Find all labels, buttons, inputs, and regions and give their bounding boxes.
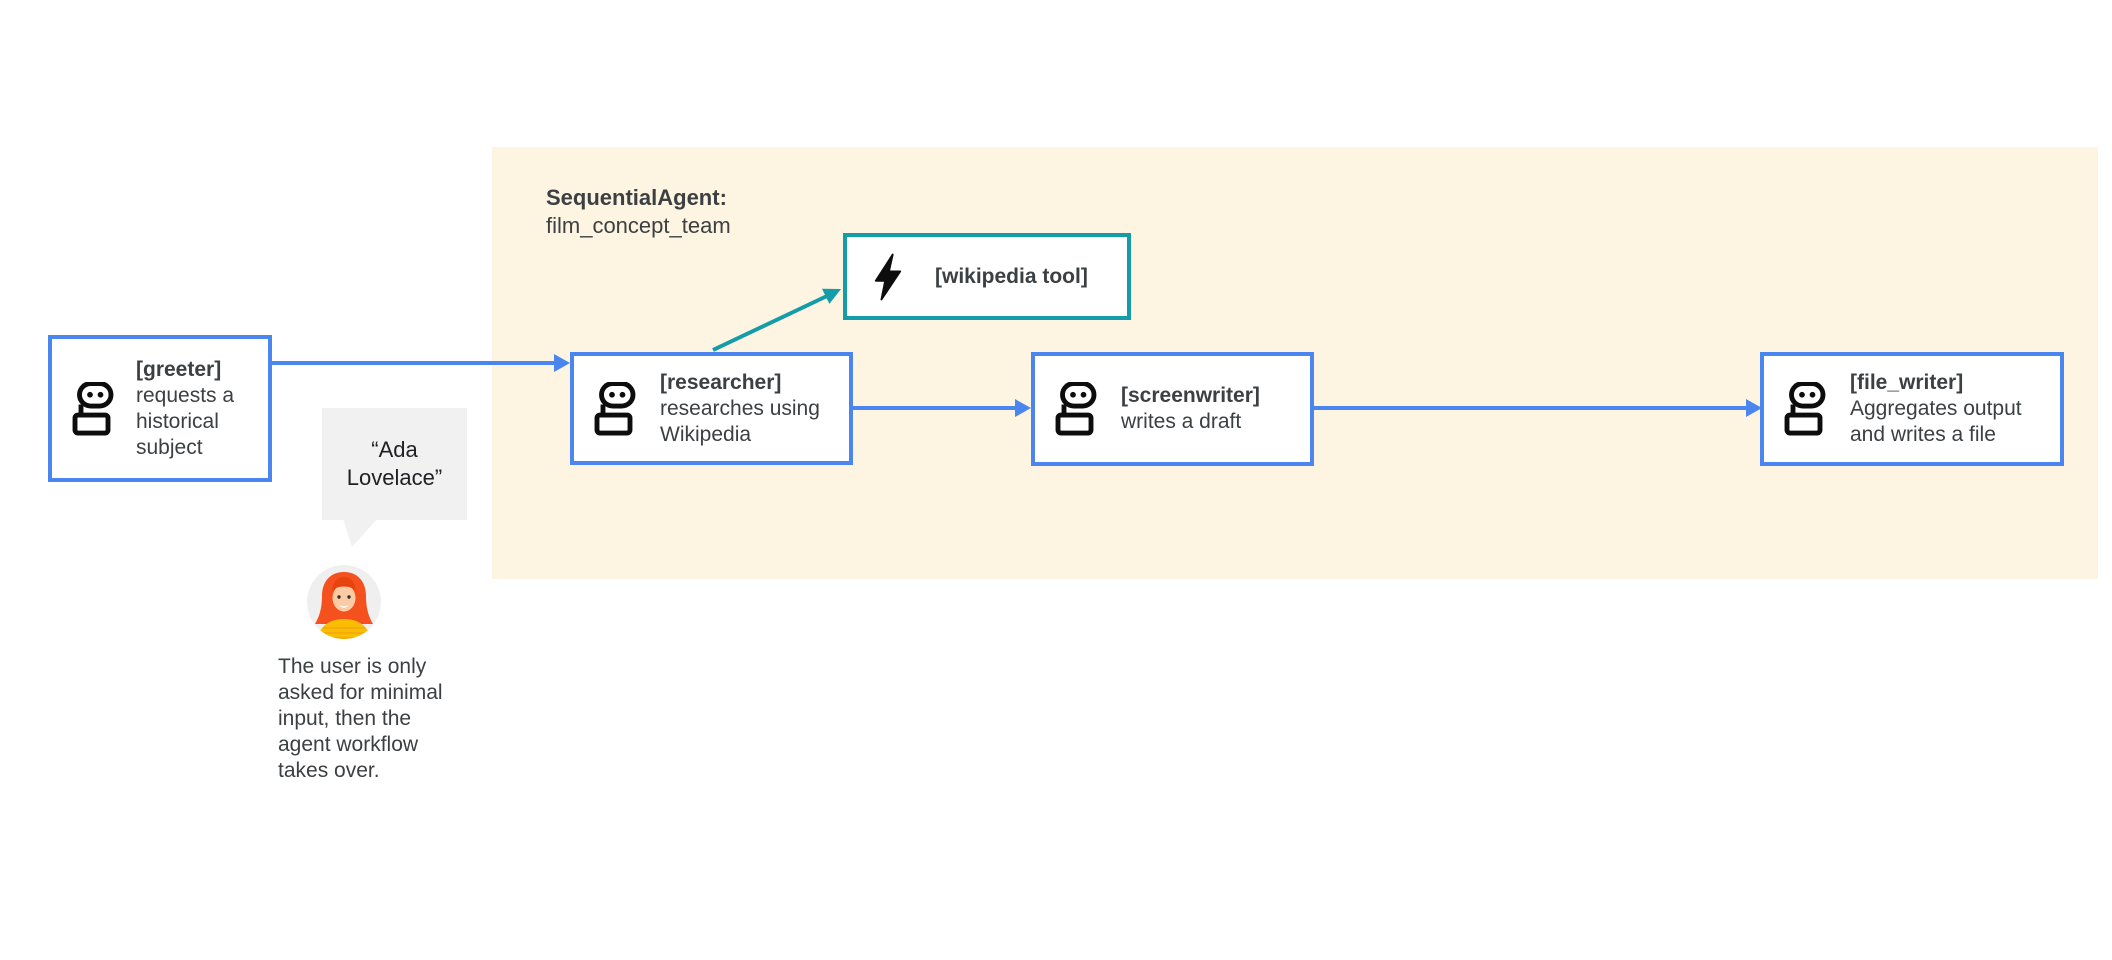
node-file-writer: [file_writer] Aggregates output and writ… [1760,352,2064,466]
node-researcher: [researcher] researches using Wikipedia [570,352,853,465]
node-screenwriter: [screenwriter] writes a draft [1031,352,1314,466]
node-desc: writes a draft [1121,410,1242,433]
speech-bubble-tail [343,519,377,547]
node-label: [researcher] [660,370,782,394]
robot-icon [1055,382,1097,436]
node-desc: requests a historical subject [136,383,235,459]
node-label: [wikipedia tool] [935,264,1088,288]
group-title: SequentialAgent: [546,185,727,210]
user-caption: The user is only asked for minimal input… [278,655,443,782]
group-name: film_concept_team [546,213,731,238]
robot-icon [1784,382,1826,436]
speech-bubble: “Ada Lovelace” [322,408,467,520]
node-wikipedia-tool: [wikipedia tool] [843,233,1131,320]
user-avatar [307,565,381,639]
robot-icon [72,381,114,436]
node-label: [file_writer] [1850,371,1964,394]
node-label: [greeter] [136,357,222,381]
speech-bubble-text: “Ada Lovelace” [346,437,443,490]
node-desc: Aggregates output and writes a file [1850,397,2022,446]
node-greeter: [greeter] requests a historical subject [48,335,272,482]
node-desc: researches using Wikipedia [660,396,820,446]
lightning-icon [873,253,903,301]
group-label: SequentialAgent: film_concept_team [546,184,731,240]
robot-icon [594,381,636,436]
node-label: [screenwriter] [1121,384,1260,407]
